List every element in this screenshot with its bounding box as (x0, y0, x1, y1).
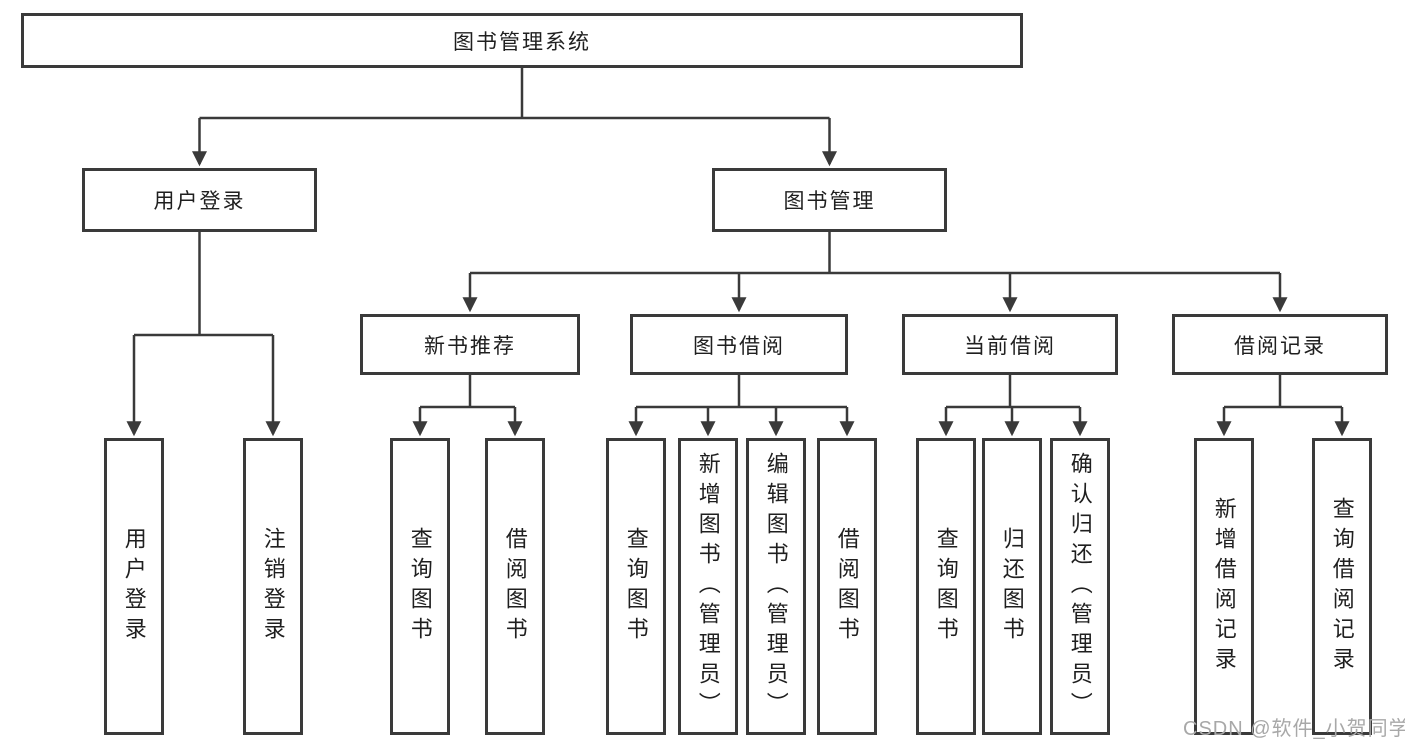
node-book-management: 图书管理 (712, 168, 947, 232)
node-user-login: 用户登录 (82, 168, 317, 232)
node-label: 当前借阅 (964, 334, 1056, 358)
node-label: 图书管理系统 (453, 30, 591, 54)
node-label: 借阅图书 (502, 526, 528, 647)
node-label: 新增图书（管理员） (695, 451, 721, 722)
node-borrowing-records: 借阅记录 (1172, 314, 1388, 375)
leaf-edit-book-admin: 编辑图书（管理员） (746, 438, 806, 735)
node-label: 编辑图书（管理员） (763, 451, 789, 722)
leaf-query-books-recommend: 查询图书 (390, 438, 450, 735)
node-label: 借阅图书 (834, 526, 860, 647)
leaf-user-login: 用户登录 (104, 438, 164, 735)
node-label: 查询图书 (933, 526, 959, 647)
leaf-query-borrow-record: 查询借阅记录 (1312, 438, 1372, 735)
leaf-add-book-admin: 新增图书（管理员） (678, 438, 738, 735)
node-label: 归还图书 (999, 526, 1025, 647)
node-new-book-recommend: 新书推荐 (360, 314, 580, 375)
node-label: 图书借阅 (693, 334, 785, 358)
node-current-borrowing: 当前借阅 (902, 314, 1118, 375)
leaf-borrow-books-borrowing: 借阅图书 (817, 438, 877, 735)
node-label: 用户登录 (153, 190, 246, 213)
node-label: 注销登录 (260, 526, 286, 647)
node-label: 查询图书 (407, 526, 433, 647)
leaf-query-books-borrowing: 查询图书 (606, 438, 666, 735)
leaf-query-books-current: 查询图书 (916, 438, 976, 735)
csdn-watermark: CSDN @软件_小贺同学 (1183, 718, 1405, 740)
node-book-borrowing: 图书借阅 (630, 314, 848, 375)
leaf-borrow-books-recommend: 借阅图书 (485, 438, 545, 735)
leaf-confirm-return-admin: 确认归还（管理员） (1050, 438, 1110, 735)
node-label: 图书管理 (783, 190, 876, 213)
node-library-management-system: 图书管理系统 (21, 13, 1023, 68)
node-label: 借阅记录 (1234, 334, 1326, 358)
node-label: 新书推荐 (424, 334, 516, 358)
node-label: 用户登录 (121, 526, 147, 647)
leaf-add-borrow-record: 新增借阅记录 (1194, 438, 1254, 735)
node-label: 新增借阅记录 (1211, 496, 1237, 677)
leaf-logout: 注销登录 (243, 438, 303, 735)
node-label: 查询图书 (623, 526, 649, 647)
leaf-return-book: 归还图书 (982, 438, 1042, 735)
node-label: 查询借阅记录 (1329, 496, 1355, 677)
node-label: 确认归还（管理员） (1067, 451, 1093, 722)
